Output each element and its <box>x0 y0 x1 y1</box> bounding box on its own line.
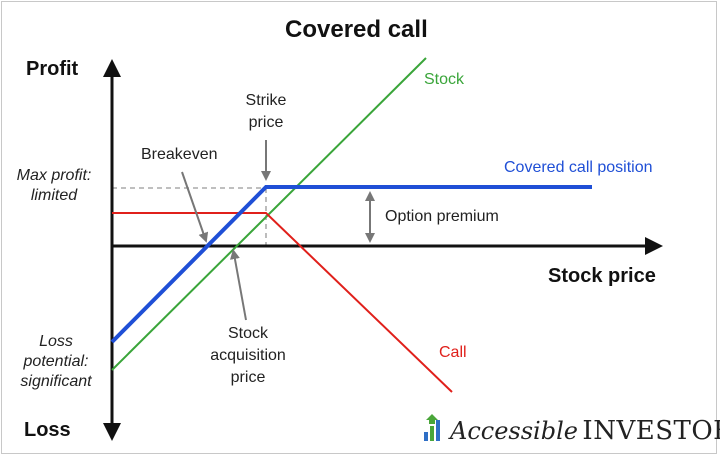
brand-accessible-text: Accessible <box>450 417 578 445</box>
stock-acquisition-label: Stock acquisition price <box>210 325 286 386</box>
y-axis-profit-label: Profit <box>26 58 79 80</box>
option-premium-label: Option premium <box>385 208 499 225</box>
brand-bar-3 <box>436 420 440 441</box>
brand-logo: Accessible INVESTOR <box>450 416 720 446</box>
breakeven-label: Breakeven <box>141 146 218 163</box>
brand-investor-text: INVESTOR <box>582 416 720 446</box>
max-profit-label: Max profit: limited <box>16 167 92 204</box>
call-series-label: Call <box>439 344 467 361</box>
breakeven-arrow <box>181 171 209 243</box>
stock-line <box>111 57 427 371</box>
strike-price-label: Strike price <box>245 92 287 131</box>
loss-potential-label: Loss potential: significant <box>20 333 92 390</box>
x-axis-label: Stock price <box>548 265 656 287</box>
covered-call-line <box>110 185 592 344</box>
diagram-title: Covered call <box>285 16 428 43</box>
stock-acquisition-arrow <box>229 249 247 321</box>
brand-arrow-icon <box>426 414 438 424</box>
stock-series-label: Stock <box>424 71 465 88</box>
brand-bar-2 <box>430 426 434 441</box>
covered-call-series-label: Covered call position <box>504 159 653 176</box>
y-axis-loss-label: Loss <box>24 419 71 441</box>
brand-bar-1 <box>424 432 428 441</box>
call-line <box>112 212 453 393</box>
